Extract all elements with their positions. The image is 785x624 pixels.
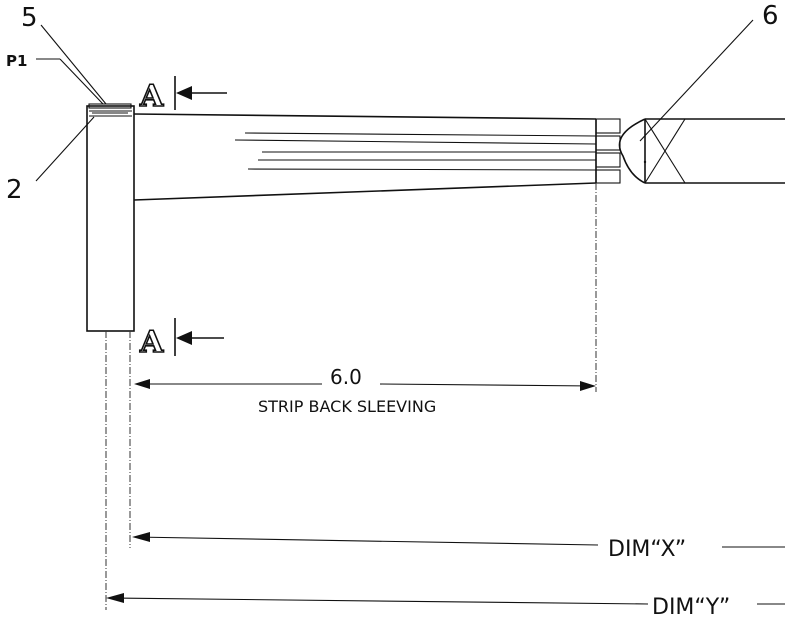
strip-back-value: 6.0 [330, 365, 362, 389]
callout-6: 6 [762, 1, 779, 31]
section-label-top: A [139, 79, 164, 114]
end-cap-item-6 [618, 118, 785, 184]
callout-p1: P1 [6, 52, 27, 70]
callout-leaders [35, 19, 754, 182]
callout-5: 5 [21, 3, 38, 33]
dim-y-dimension [106, 593, 785, 605]
dim-y-label: DIM“Y” [652, 595, 730, 620]
dim-x-dimension [132, 532, 785, 548]
strip-back-dimension [134, 379, 596, 391]
sleeving-outline [133, 113, 597, 201]
section-label-bottom: A [139, 325, 164, 360]
dim-x-label: DIM“X” [608, 537, 686, 562]
wire-bundle [234, 132, 597, 171]
callout-2: 2 [6, 175, 23, 205]
strip-back-note: STRIP BACK SLEEVING [258, 397, 436, 416]
cable-stub [105, 331, 131, 610]
connector-body [86, 103, 135, 332]
sleeve-termination [595, 118, 621, 184]
section-mark-bottom: A [138, 318, 224, 361]
section-mark-top: A [138, 76, 227, 115]
